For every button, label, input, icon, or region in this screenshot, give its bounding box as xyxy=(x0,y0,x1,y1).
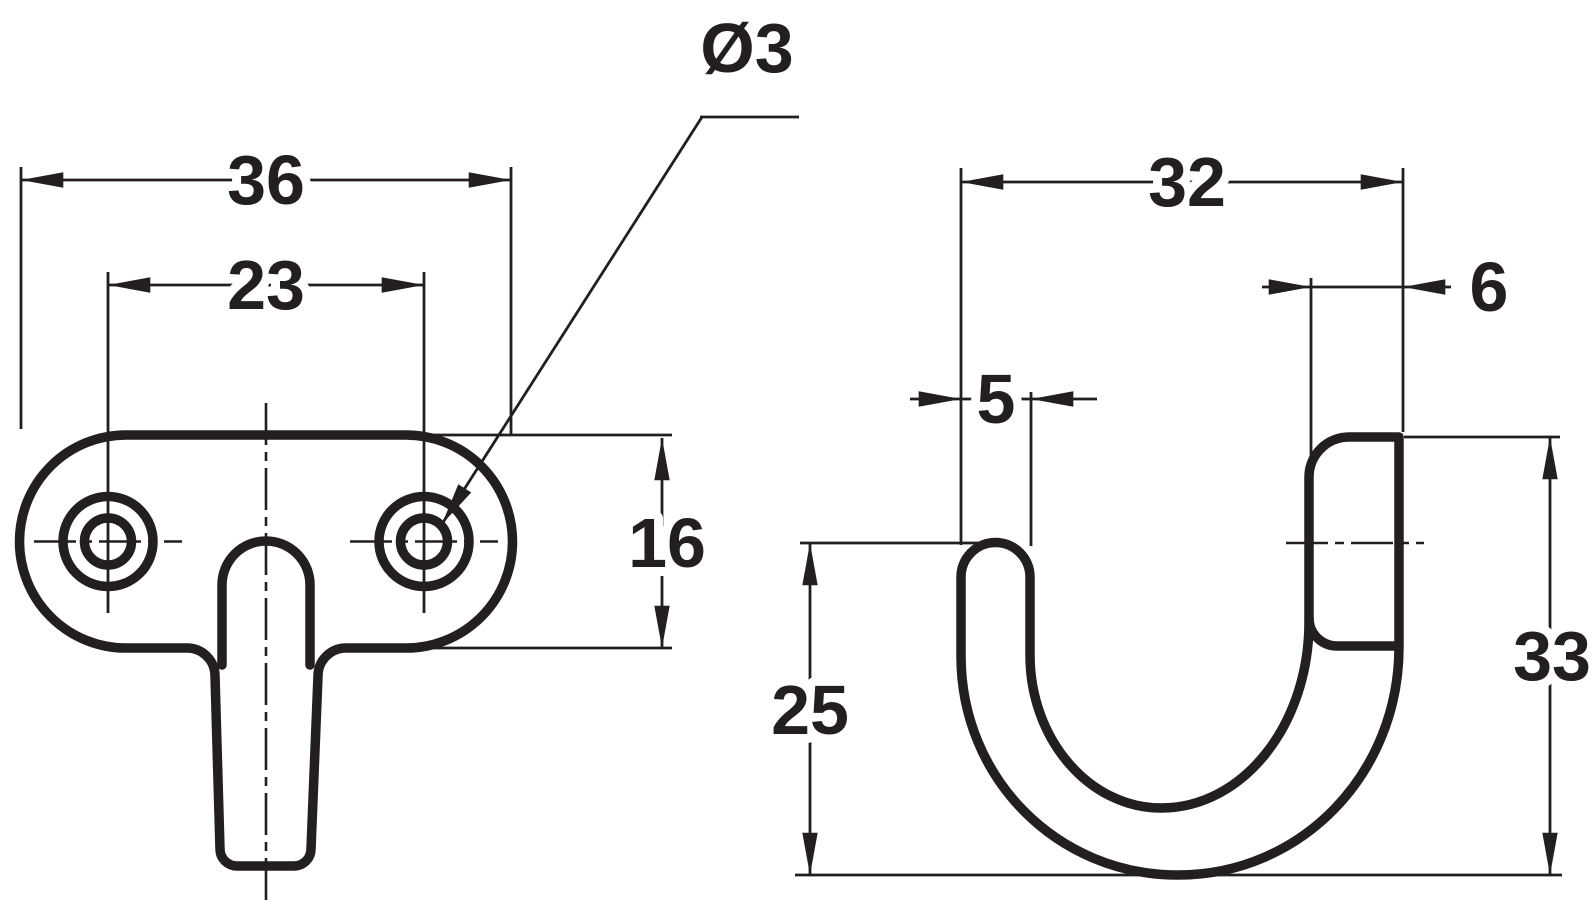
dim-text-overall-height: 33 xyxy=(1513,617,1591,695)
side-view: 32 6 5 25 33 xyxy=(762,134,1594,880)
dim-text-overall-width: 36 xyxy=(227,141,305,219)
dim-text-hole-diameter: Ø3 xyxy=(700,9,793,87)
dim-text-tip-height: 25 xyxy=(771,671,849,749)
front-plate-outline xyxy=(14,430,518,871)
dim-text-plate-thickness: 6 xyxy=(1470,248,1509,326)
side-pad-bottom-edge xyxy=(1304,613,1403,651)
side-hook-outline xyxy=(956,432,1404,880)
dim-text-plate-height: 16 xyxy=(628,504,706,582)
dim-text-overall-depth: 32 xyxy=(1148,143,1226,221)
dim-text-tip-thickness: 5 xyxy=(977,360,1016,438)
front-view: 36 23 16 Ø3 xyxy=(14,0,803,906)
dim-text-hole-spacing: 23 xyxy=(227,246,305,324)
hole-diameter-leader xyxy=(440,116,704,525)
